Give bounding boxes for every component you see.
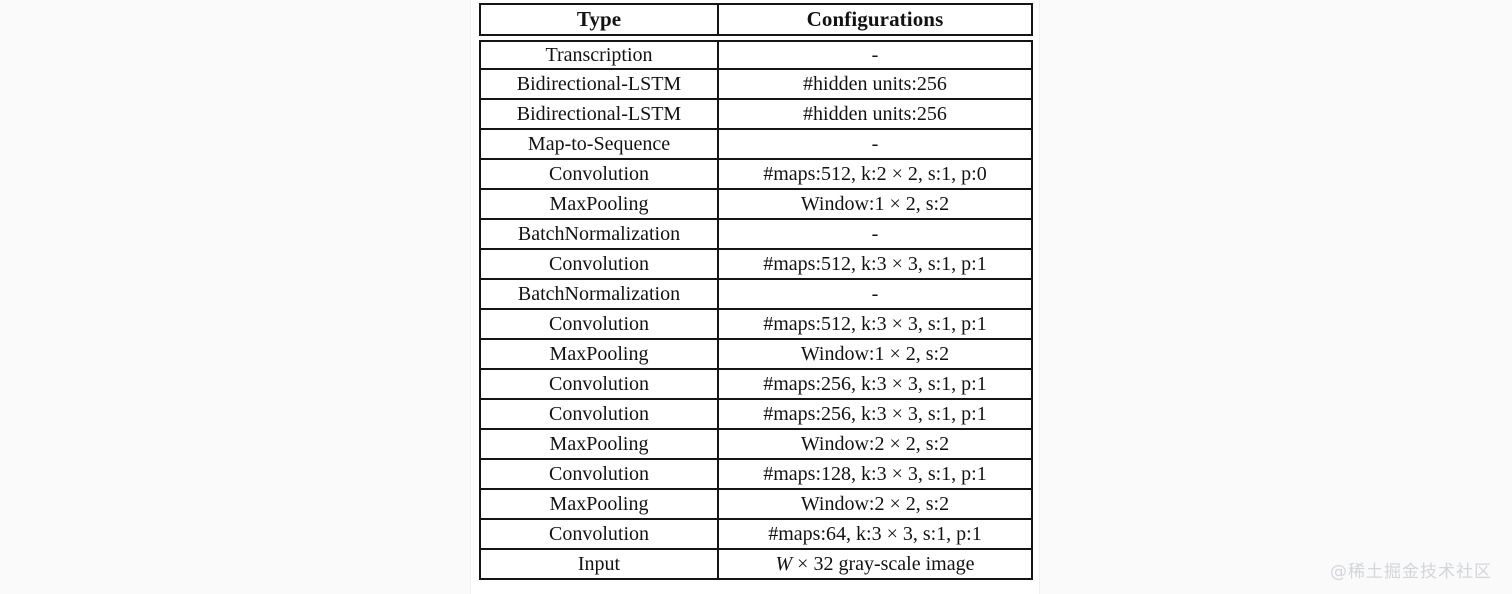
table-row: Map-to-Sequence-	[479, 130, 1033, 160]
cell-configuration: Window:1 × 2, s:2	[717, 190, 1033, 220]
table-row: Transcription-	[479, 40, 1033, 70]
architecture-table: Type Configurations Transcription-Bidire…	[479, 3, 1033, 580]
cell-type: MaxPooling	[479, 190, 717, 220]
cell-configuration: -	[717, 280, 1033, 310]
header-row: Type Configurations	[479, 3, 1033, 36]
header-rule-spacer	[479, 36, 1033, 40]
cell-type: Input	[479, 550, 717, 580]
cell-configuration: #maps:128, k:3 × 3, s:1, p:1	[717, 460, 1033, 490]
column-header-type: Type	[479, 3, 717, 36]
cell-configuration: #maps:256, k:3 × 3, s:1, p:1	[717, 370, 1033, 400]
cell-configuration: #maps:64, k:3 × 3, s:1, p:1	[717, 520, 1033, 550]
cell-type: Convolution	[479, 370, 717, 400]
cell-configuration: -	[717, 40, 1033, 70]
table-row: Convolution#maps:64, k:3 × 3, s:1, p:1	[479, 520, 1033, 550]
column-header-configurations: Configurations	[717, 3, 1033, 36]
table-row: Convolution#maps:256, k:3 × 3, s:1, p:1	[479, 370, 1033, 400]
table-header: Type Configurations	[479, 3, 1033, 36]
table-row: Convolution#maps:256, k:3 × 3, s:1, p:1	[479, 400, 1033, 430]
table-row: BatchNormalization-	[479, 280, 1033, 310]
cell-type: MaxPooling	[479, 430, 717, 460]
cell-type: BatchNormalization	[479, 220, 717, 250]
cell-type: BatchNormalization	[479, 280, 717, 310]
math-symbol-width: W	[775, 552, 793, 575]
table-row: Convolution#maps:512, k:3 × 3, s:1, p:1	[479, 250, 1033, 280]
cell-configuration: Window:2 × 2, s:2	[717, 490, 1033, 520]
cell-type: Bidirectional-LSTM	[479, 70, 717, 100]
cell-type: Convolution	[479, 520, 717, 550]
cell-type: Map-to-Sequence	[479, 130, 717, 160]
table-row: Convolution#maps:512, k:3 × 3, s:1, p:1	[479, 310, 1033, 340]
cell-configuration: W × 32 gray-scale image	[717, 550, 1033, 580]
spacer-cell-left	[479, 36, 717, 40]
cell-configuration: #hidden units:256	[717, 100, 1033, 130]
cell-configuration-text: × 32 gray-scale image	[792, 552, 975, 575]
cell-configuration: #maps:256, k:3 × 3, s:1, p:1	[717, 400, 1033, 430]
watermark-text: @稀土掘金技术社区	[1330, 562, 1492, 582]
cell-type: MaxPooling	[479, 340, 717, 370]
cell-configuration: -	[717, 220, 1033, 250]
cell-configuration: Window:2 × 2, s:2	[717, 430, 1033, 460]
spacer-cell-right	[717, 36, 1033, 40]
table-body: Transcription-Bidirectional-LSTM#hidden …	[479, 36, 1033, 580]
cell-type: Convolution	[479, 250, 717, 280]
cell-configuration: #maps:512, k:3 × 3, s:1, p:1	[717, 310, 1033, 340]
cell-type: Convolution	[479, 160, 717, 190]
cell-type: MaxPooling	[479, 490, 717, 520]
cell-type: Convolution	[479, 400, 717, 430]
cell-configuration: #maps:512, k:2 × 2, s:1, p:0	[717, 160, 1033, 190]
cell-type: Transcription	[479, 40, 717, 70]
table-row: Convolution#maps:512, k:2 × 2, s:1, p:0	[479, 160, 1033, 190]
cell-configuration: #maps:512, k:3 × 3, s:1, p:1	[717, 250, 1033, 280]
cell-configuration: Window:1 × 2, s:2	[717, 340, 1033, 370]
cell-type: Convolution	[479, 460, 717, 490]
table-row: Convolution#maps:128, k:3 × 3, s:1, p:1	[479, 460, 1033, 490]
figure-card: Type Configurations Transcription-Bidire…	[470, 0, 1040, 594]
table-row: BatchNormalization-	[479, 220, 1033, 250]
cell-type: Bidirectional-LSTM	[479, 100, 717, 130]
cell-configuration: #hidden units:256	[717, 70, 1033, 100]
cell-type: Convolution	[479, 310, 717, 340]
table-row: Bidirectional-LSTM#hidden units:256	[479, 70, 1033, 100]
cell-configuration: -	[717, 130, 1033, 160]
table-row: Bidirectional-LSTM#hidden units:256	[479, 100, 1033, 130]
